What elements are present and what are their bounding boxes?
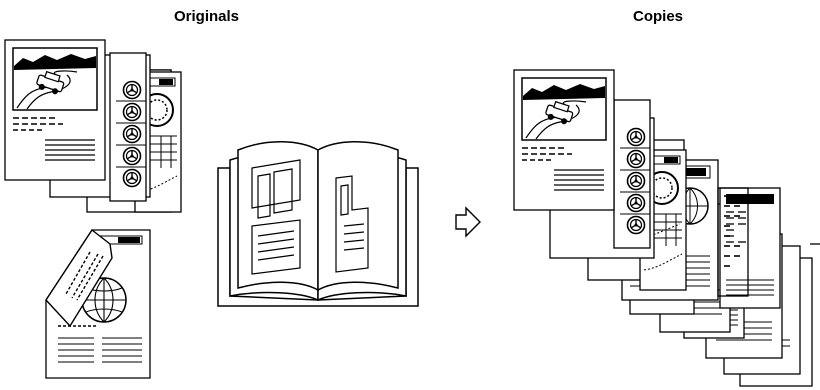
original-folded-globe-page (45, 228, 151, 379)
copy-page-car (513, 69, 615, 211)
copies-heading: Copies (633, 8, 684, 25)
copies-stack (513, 69, 820, 387)
originals-stack (4, 39, 182, 213)
open-book-icon (217, 141, 419, 307)
originals-heading: Originals (174, 8, 240, 25)
original-page-car (4, 39, 106, 181)
right-arrow-icon (455, 206, 481, 238)
